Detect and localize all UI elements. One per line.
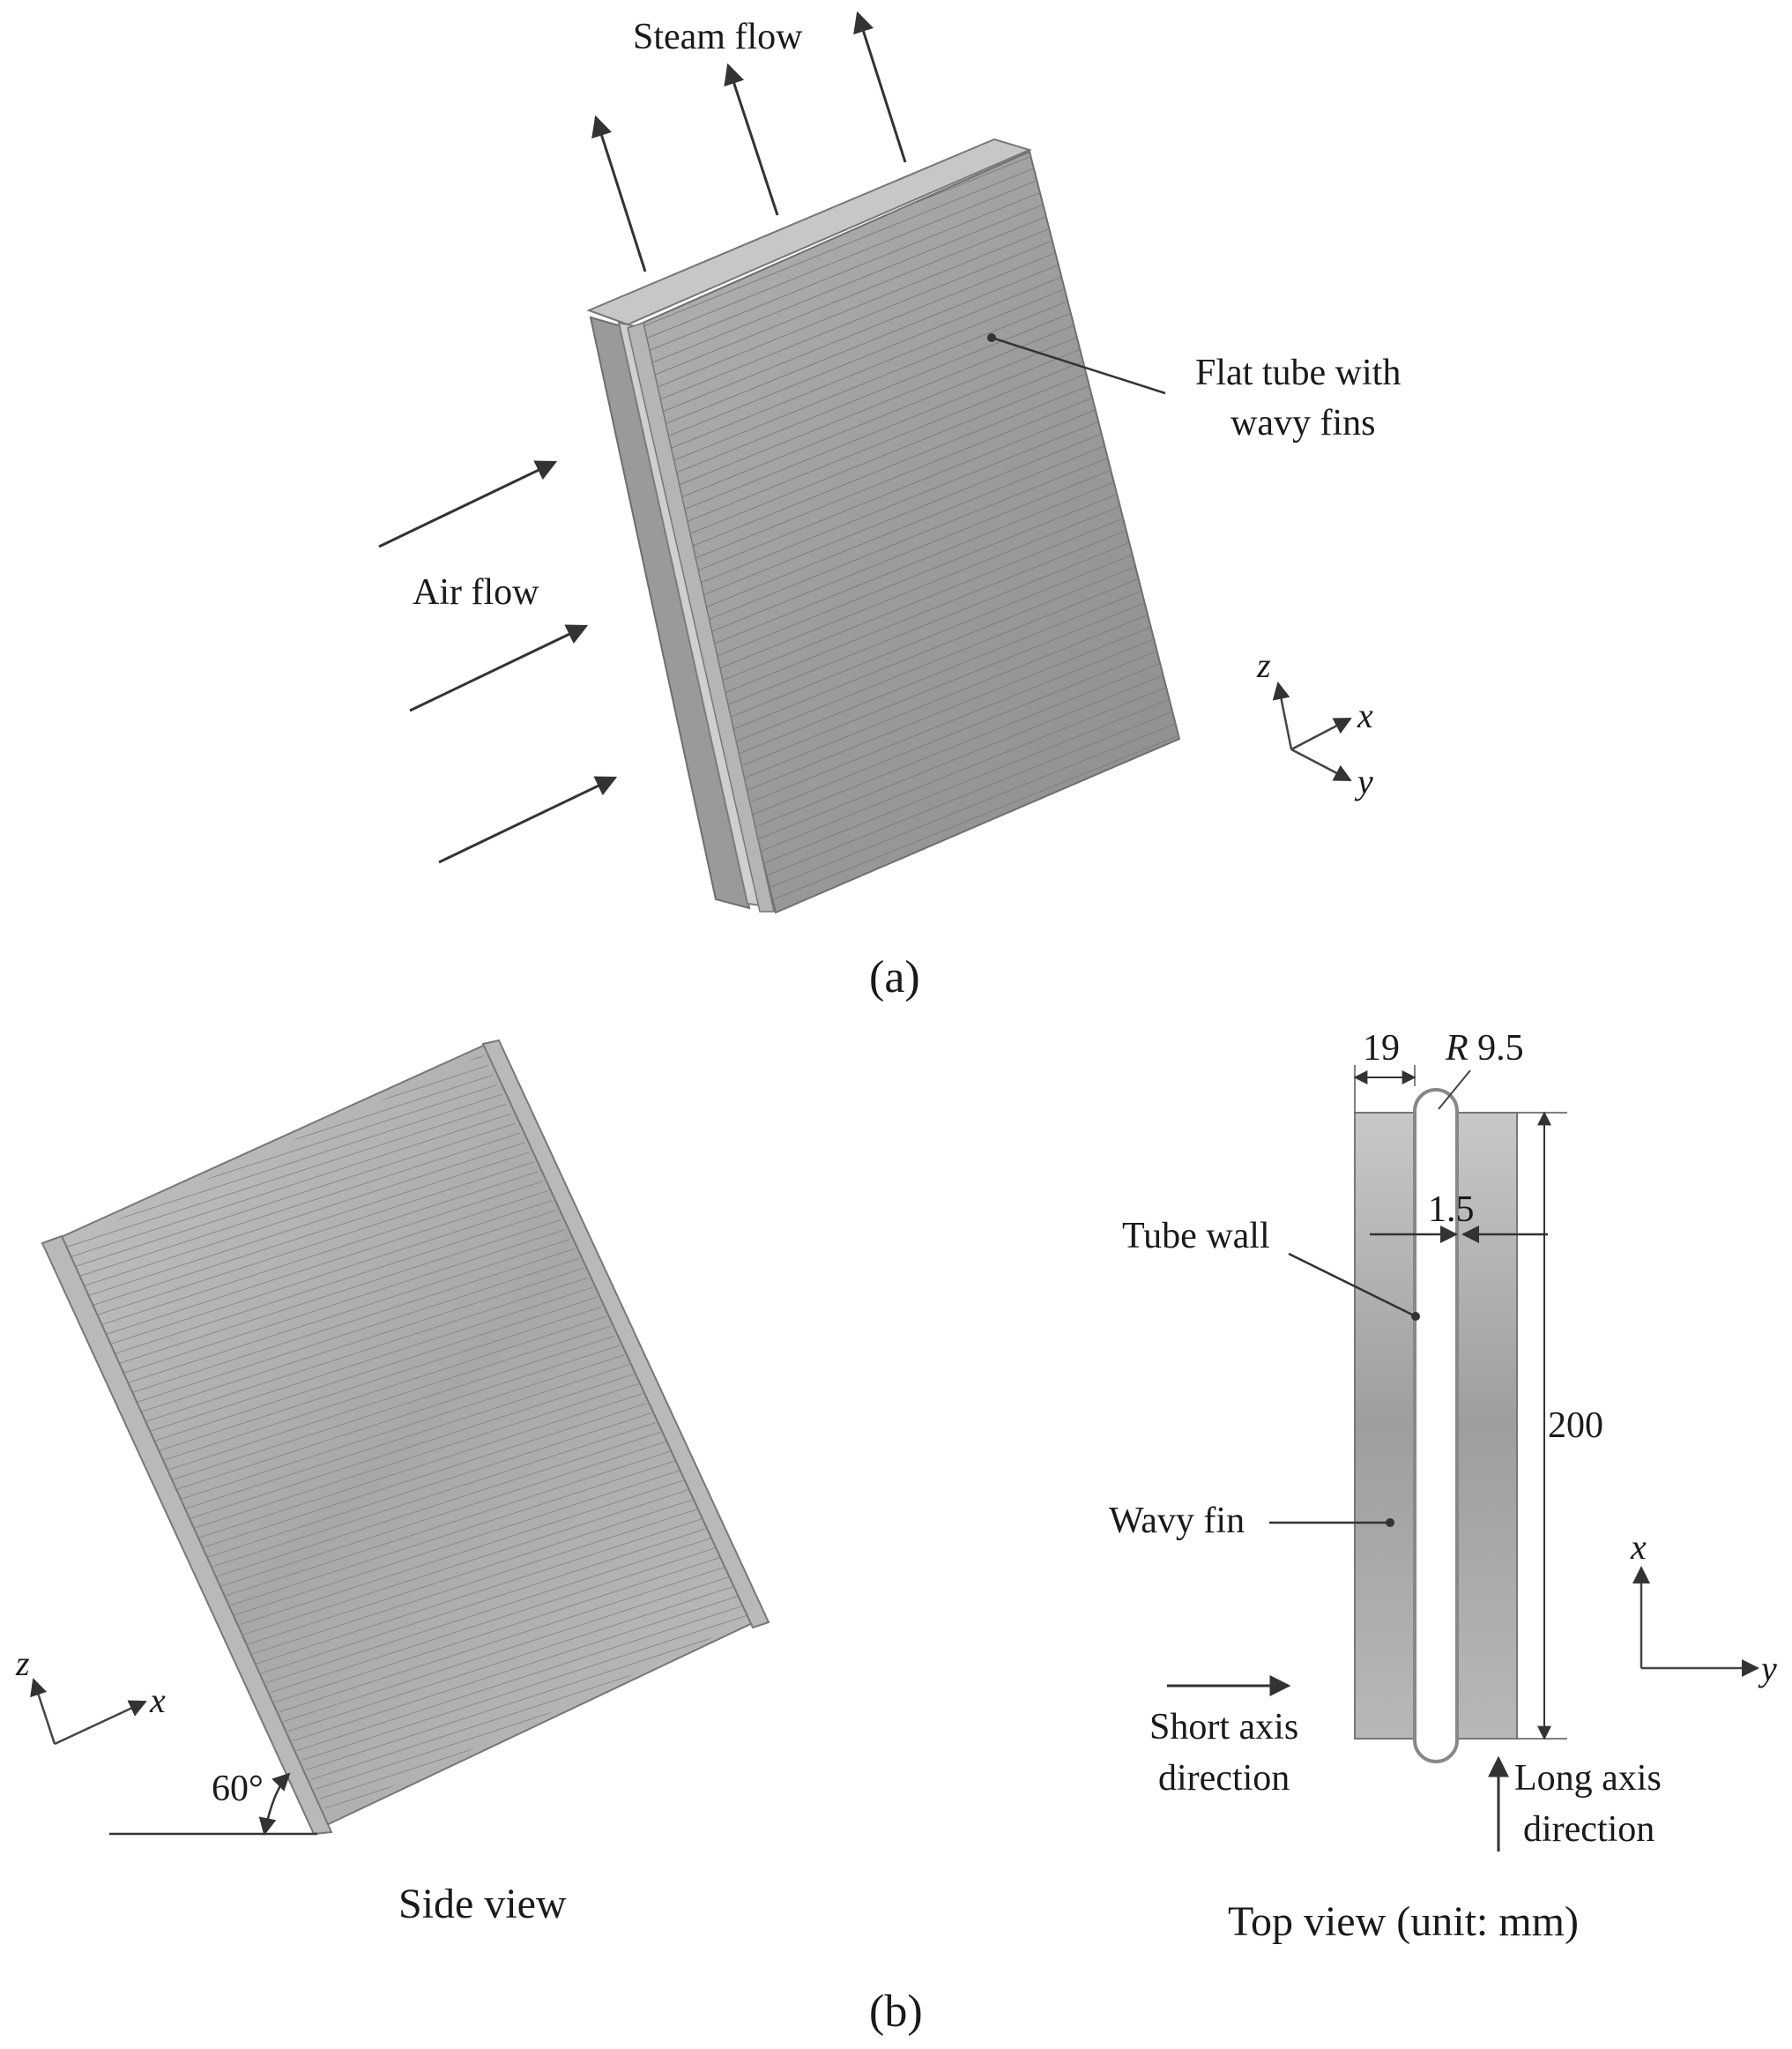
top-view: 19 R 9.5 1.5 200 Tube wall Wavy fin Shor… <box>1109 1028 1777 1945</box>
short-axis-label-line1: Short axis <box>1149 1707 1298 1747</box>
flat-tube-leader-dot <box>987 333 996 342</box>
tube-wall-leader-dot <box>1411 1312 1420 1321</box>
air-flow-label: Air flow <box>413 572 539 613</box>
air-flow-arrows <box>378 460 618 864</box>
steam-flow-label: Steam flow <box>633 17 803 57</box>
axis-triad-top <box>1632 1566 1759 1677</box>
exchanger-top-header <box>586 138 1032 326</box>
long-axis-label-line1: Long axis <box>1514 1758 1662 1799</box>
flat-tube-leader <box>991 336 1166 395</box>
axis-a-x: x <box>1357 696 1373 735</box>
wavy-fin-leader-dot <box>1386 1518 1394 1527</box>
exchanger-fin-lines <box>631 152 1179 913</box>
side-view-angle-arc <box>258 1772 291 1836</box>
top-view-right-fin <box>1456 1112 1518 1740</box>
axis-a-y: y <box>1354 762 1373 801</box>
dim-1-5-label: 1.5 <box>1428 1189 1475 1230</box>
side-view-angle-label: 60° <box>212 1769 264 1809</box>
panel-a: Steam flow Air flow Flat tube with wavy … <box>378 11 1401 1002</box>
air-arrow-3 <box>438 776 618 864</box>
steam-flow-arrows <box>591 11 907 272</box>
side-view-right-rail <box>481 1039 770 1629</box>
axis-top-x: x <box>1630 1527 1647 1567</box>
exchanger-3d-model <box>586 138 1181 914</box>
air-arrow-1 <box>378 460 558 548</box>
panel-b-caption: (b) <box>869 1986 923 2037</box>
dim-r-label: R 9.5 <box>1445 1028 1524 1069</box>
panel-a-caption: (a) <box>869 952 920 1002</box>
flat-tube-label-line1: Flat tube with <box>1195 353 1401 393</box>
axis-top-y: y <box>1758 1649 1777 1688</box>
steam-arrow-3 <box>853 11 907 163</box>
exchanger-left-fins <box>589 316 751 910</box>
axis-a-z: z <box>1256 645 1271 685</box>
long-axis-label-line2: direction <box>1523 1809 1654 1850</box>
tube-wall-leader <box>1288 1252 1416 1318</box>
wavy-fin-label: Wavy fin <box>1109 1501 1245 1541</box>
side-view-fin-lines <box>62 1054 749 1816</box>
steam-arrow-1 <box>591 115 647 272</box>
top-view-tube <box>1413 1088 1459 1763</box>
tube-wall-label: Tube wall <box>1122 1216 1270 1256</box>
short-axis-label-line2: direction <box>1158 1758 1290 1799</box>
steam-arrow-2 <box>724 63 779 216</box>
axis-triad-a <box>1272 682 1352 782</box>
top-view-left-fin <box>1354 1112 1416 1740</box>
side-view-left-rail <box>41 1234 333 1836</box>
dim-19-label: 19 <box>1363 1028 1400 1069</box>
exchanger-fin-edge <box>627 322 775 913</box>
air-arrow-2 <box>409 624 589 712</box>
axis-side-z: z <box>15 1643 30 1683</box>
side-view: 60° z x Side view <box>15 1039 770 1927</box>
axis-side-x: x <box>149 1680 166 1720</box>
flat-tube-label-line2: wavy fins <box>1231 403 1375 443</box>
dim-r-leader <box>1438 1069 1471 1110</box>
axis-triad-side <box>30 1678 147 1746</box>
dim-200-label: 200 <box>1548 1405 1603 1446</box>
top-view-caption: Top view (unit: mm) <box>1228 1898 1579 1945</box>
side-view-caption: Side view <box>398 1881 567 1927</box>
